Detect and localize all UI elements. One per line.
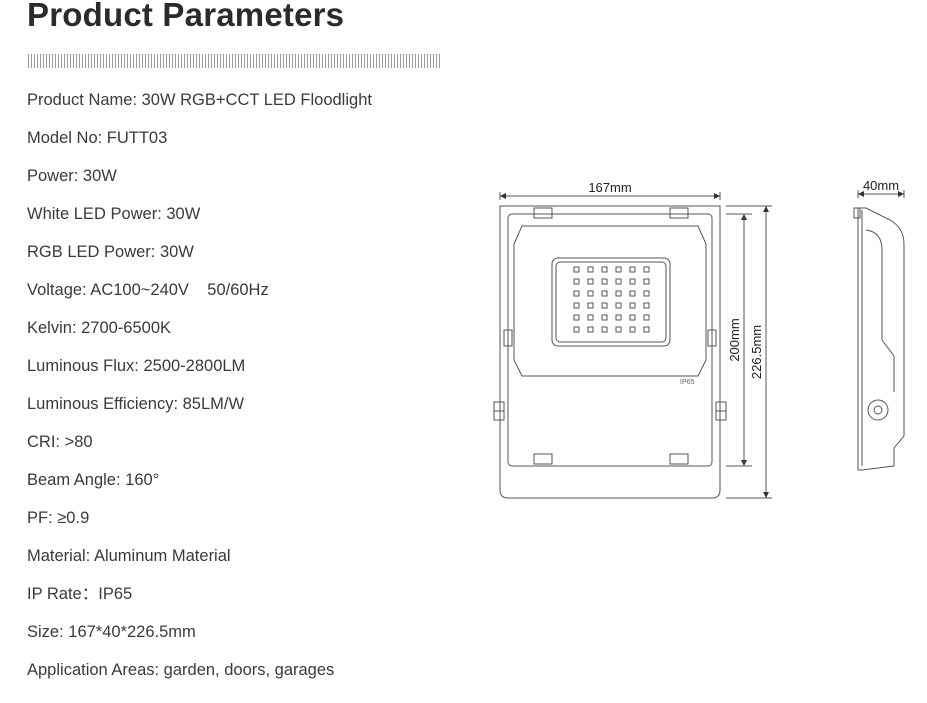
param-cri: CRI: >80 [27,433,93,451]
param-luminous-flux: Luminous Flux: 2500-2800LM [27,357,246,375]
width-dimension-label: 167mm [588,180,631,195]
led-chip [643,278,650,285]
led-chip [629,290,636,297]
param-beam-angle: Beam Angle: 160° [27,471,160,489]
height-dimension-label: 200mm [727,318,742,361]
front-view-outline [499,205,721,499]
parameter-list: Product Name: 30W RGB+CCT LED Floodlight… [27,88,372,696]
ip-rating-mark: IP65 [680,379,695,386]
led-chip [573,314,580,321]
led-chip [615,326,622,333]
led-chip [573,266,580,273]
led-chip [587,266,594,273]
floodlight-technical-drawing: 167mm 40mm 200mm 226.5mm IP65 [493,178,905,499]
led-chip [615,314,622,321]
depth-dimension-label: 40mm [863,178,899,193]
param-power: Power: 30W [27,167,117,185]
led-chip [587,290,594,297]
param-size: Size: 167*40*226.5mm [27,623,196,641]
param-product-name: Product Name: 30W RGB+CCT LED Floodlight [27,91,372,109]
led-chip [587,302,594,309]
led-chip [615,290,622,297]
led-chip [573,290,580,297]
led-chip [601,314,608,321]
led-chip [573,278,580,285]
led-chip [601,290,608,297]
led-chip [587,314,594,321]
led-array [573,266,650,333]
param-rgb-led-power: RGB LED Power: 30W [27,243,194,261]
param-model-no: Model No: FUTT03 [27,129,168,147]
param-pf: PF: ≥0.9 [27,509,90,527]
led-chip [629,314,636,321]
param-kelvin: Kelvin: 2700-6500K [27,319,172,337]
param-white-led-power: White LED Power: 30W [27,205,201,223]
led-chip [643,314,650,321]
param-application-areas: Application Areas: garden, doors, garage… [27,661,335,679]
led-chip [601,278,608,285]
side-view-outline [857,207,905,471]
led-chip [573,302,580,309]
led-chip [629,326,636,333]
led-chip [643,326,650,333]
led-chip [643,266,650,273]
param-luminous-efficiency: Luminous Efficiency: 85LM/W [27,395,245,413]
page-title: Product Parameters [27,0,345,33]
led-chip [629,278,636,285]
led-chip [615,302,622,309]
param-ip-rate: IP Rate：IP65 [27,585,133,603]
led-chip [615,266,622,273]
param-voltage: Voltage: AC100~240V 50/60Hz [27,281,269,299]
led-chip [601,302,608,309]
led-chip [587,278,594,285]
led-chip [573,326,580,333]
led-chip [601,266,608,273]
led-chip [615,278,622,285]
led-chip [643,302,650,309]
led-chip [629,302,636,309]
led-chip [629,266,636,273]
total-height-dimension-label: 226.5mm [749,325,764,379]
param-material: Material: Aluminum Material [27,547,231,565]
led-chip [643,290,650,297]
led-chip [601,326,608,333]
decorative-divider [28,54,440,68]
led-chip [587,326,594,333]
